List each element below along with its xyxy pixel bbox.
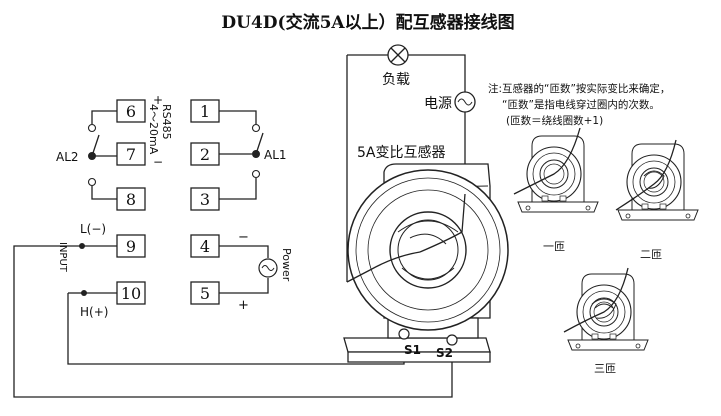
rs485-minus-label: −: [153, 155, 163, 169]
load-label: 负载: [382, 72, 410, 88]
terminal-10-label: 10: [121, 284, 141, 303]
terminal-1-label: 1: [200, 102, 210, 121]
al2-relay: [87, 110, 117, 200]
ac-source-icon: [454, 91, 476, 113]
source-label: 电源: [424, 96, 452, 112]
rs485-label: RS485: [160, 104, 173, 140]
terminal-5-label: 5: [200, 284, 210, 303]
ct-example-one-turn: [513, 127, 599, 213]
rs485-plus-label: +: [153, 93, 163, 107]
terminal-2-label: 2: [200, 145, 210, 164]
analog-output-label: 4～20mA: [147, 104, 160, 155]
terminal-9-label: 9: [126, 237, 136, 256]
input-label: INPUT: [57, 242, 68, 273]
terminal-block-right: 1 2 3 4 5: [190, 99, 220, 305]
note-line-2: “匝数”是指电线穿过圈内的次数。: [502, 98, 660, 111]
power-plus-label: +: [238, 298, 249, 313]
ct-example-three-turn: [563, 267, 649, 351]
turn-label-one: 一匝: [543, 240, 565, 253]
current-transformer: [343, 163, 509, 363]
terminal-6-label: 6: [126, 102, 136, 121]
terminal-4-label: 4: [200, 237, 210, 256]
turn-label-two: 二匝: [640, 248, 662, 261]
terminal-7-label: 7: [126, 145, 136, 164]
page-title: DU4D(交流5A以上）配互感器接线图: [221, 12, 514, 33]
note-line-1: 注:互感器的“匝数”按实际变比来确定，: [488, 82, 670, 95]
terminal-3-label: 3: [200, 190, 210, 209]
power-supply: [219, 245, 278, 294]
al2-label: AL2: [56, 150, 79, 164]
power-label: Power: [280, 248, 293, 282]
ct-label: 5A变比互感器: [357, 144, 445, 161]
s1-label: S1: [404, 343, 421, 357]
terminal-7: [116, 142, 146, 166]
load-lamp-icon: [387, 44, 409, 66]
terminal-8-label: 8: [126, 190, 136, 209]
s2-label: S2: [436, 346, 453, 360]
al1-label: AL1: [264, 148, 287, 162]
l-minus-label: L(−): [80, 222, 106, 236]
ct-example-two-turn: [615, 139, 699, 221]
note-line-3: (匝数＝绕线圈数+1): [506, 114, 603, 127]
turn-label-three: 三匝: [594, 362, 616, 375]
h-plus-label: H(+): [80, 305, 108, 319]
al1-relay: [219, 110, 264, 200]
power-minus-label: −: [238, 230, 249, 245]
terminal-block-left: 6 7 8 9 10: [116, 99, 146, 305]
